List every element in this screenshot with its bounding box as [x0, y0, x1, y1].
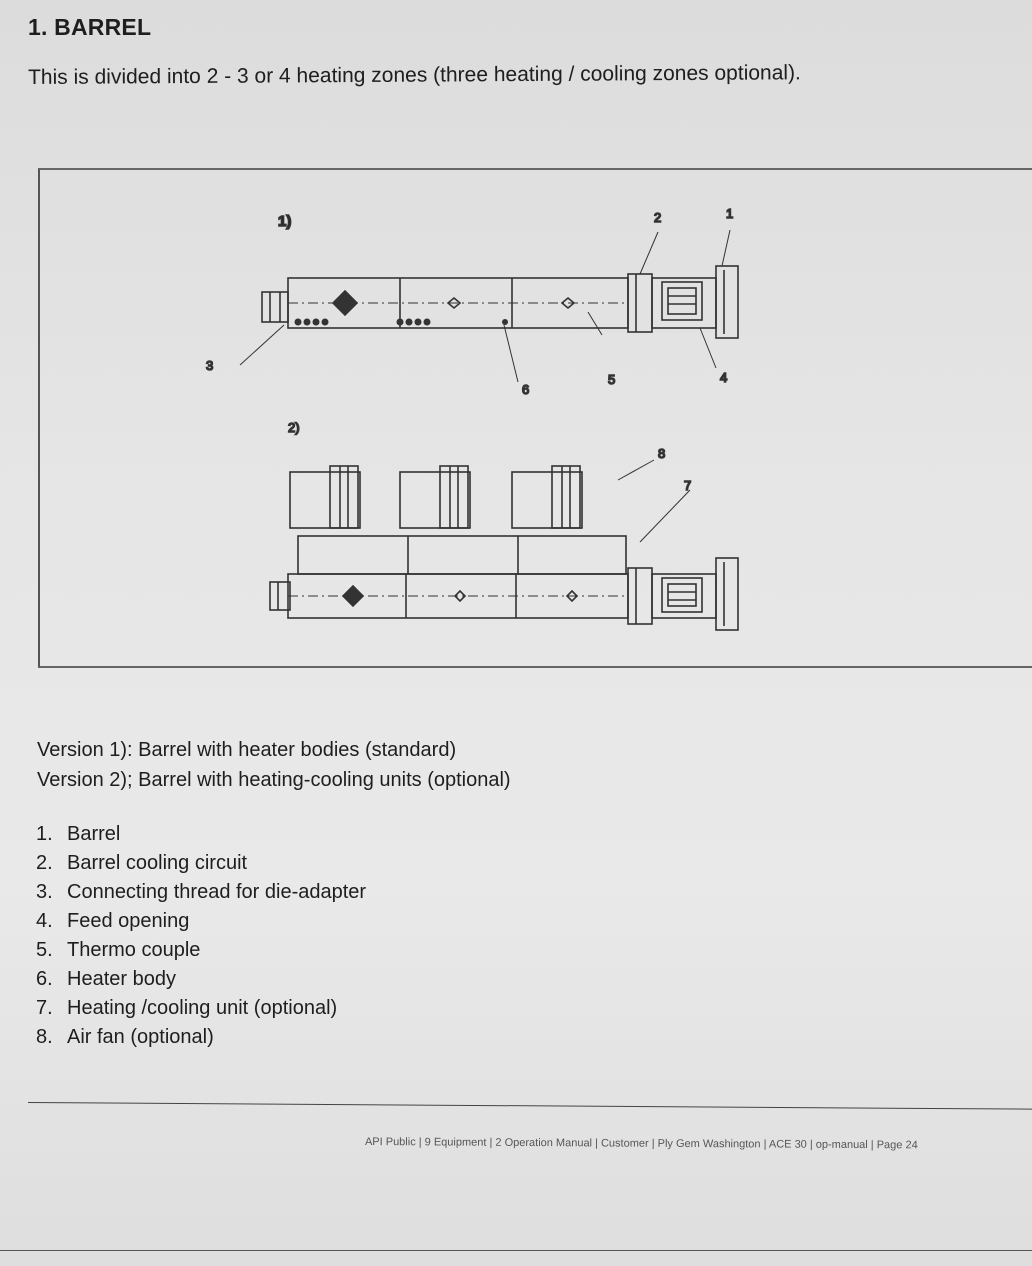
intro-paragraph: This is divided into 2 - 3 or 4 heating … [28, 61, 801, 89]
version-descriptions: Version 1): Barrel with heater bodies (s… [37, 735, 511, 795]
label-2: 2 [654, 210, 661, 225]
label-8: 8 [658, 446, 665, 461]
label-7: 7 [684, 478, 691, 493]
footer-divider [27, 1102, 1032, 1110]
barrel-diagram: 1) 2) 1 2 3 4 5 6 7 8 [38, 168, 1032, 668]
heater-coils [294, 318, 508, 326]
list-item: 6. Heater body [36, 965, 366, 994]
label-6: 6 [522, 382, 529, 397]
list-item: 1. Barrel [36, 820, 366, 849]
item-number: 3. [36, 881, 53, 903]
list-item: 7. Heating /cooling unit (optional) [36, 994, 366, 1023]
item-number: 4. [36, 910, 53, 932]
version-1-barrel [239, 229, 739, 383]
list-item: 3. Connecting thread for die-adapter [36, 878, 366, 907]
version-2-barrel [269, 459, 739, 631]
page-footer: API Public | 9 Equipment | 2 Operation M… [364, 1136, 918, 1152]
heating-cooling-units [297, 535, 627, 575]
label-version-1: 1) [278, 213, 291, 230]
item-number: 1. [36, 823, 53, 845]
list-item: 2. Barrel cooling circuit [36, 849, 366, 878]
label-1: 1 [726, 206, 733, 221]
version-2-description: Version 2); Barrel with heating-cooling … [37, 769, 511, 791]
label-version-2: 2) [288, 420, 300, 435]
label-3: 3 [206, 358, 213, 373]
page-edge-line [0, 1250, 1032, 1251]
item-number: 6. [36, 968, 53, 990]
list-item: 5. Thermo couple [36, 936, 366, 965]
air-fans [289, 465, 583, 529]
item-label: Heater body [67, 968, 176, 990]
parts-list: 1. Barrel 2. Barrel cooling circuit 3. Conn… [36, 820, 366, 1052]
item-number: 5. [36, 939, 53, 961]
list-item: 4. Feed opening [36, 907, 366, 936]
item-number: 2. [36, 852, 53, 874]
item-label: Air fan (optional) [67, 1026, 214, 1048]
item-label: Barrel cooling circuit [67, 852, 248, 874]
list-item: 8. Air fan (optional) [36, 1023, 366, 1052]
item-label: Feed opening [67, 910, 190, 932]
item-number: 7. [36, 997, 53, 1019]
item-label: Connecting thread for die-adapter [67, 881, 367, 903]
item-label: Thermo couple [67, 939, 201, 961]
item-label: Barrel [67, 823, 121, 845]
label-4: 4 [720, 370, 727, 385]
item-number: 8. [36, 1026, 53, 1048]
section-heading: 1. BARREL [28, 14, 152, 40]
version-1-description: Version 1): Barrel with heater bodies (s… [37, 739, 457, 761]
label-5: 5 [608, 372, 615, 387]
item-label: Heating /cooling unit (optional) [67, 997, 338, 1019]
nozzle-adapter [261, 291, 289, 323]
barrel-drawing: 1) 2) 1 2 3 4 5 6 7 8 [205, 205, 739, 631]
